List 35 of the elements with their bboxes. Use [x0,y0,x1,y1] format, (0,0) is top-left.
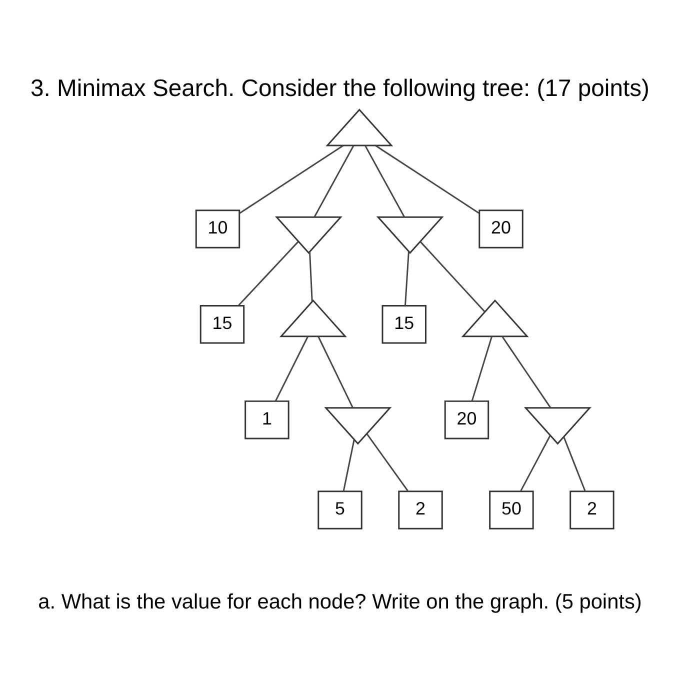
label: a. What is the value for each node? Write on the graph. (5 points) [38,590,642,614]
connector [239,144,344,214]
node-box: 5 [318,490,362,529]
connector [364,144,405,217]
connector [238,240,299,306]
node-invtriangle [524,406,592,444]
node-box: 2 [398,490,443,529]
node-box: 20 [444,400,490,439]
connector [309,251,313,302]
node-box: 10 [195,209,240,248]
connector [420,240,486,312]
node-box: 20 [478,209,524,248]
connector [520,434,551,491]
connector [502,336,552,408]
diagram-title: 3. Minimax Search. Consider the following tree: (17 points) [30,74,650,102]
node-invtriangle [376,216,444,254]
node-invtriangle [274,216,342,254]
node-triangle [461,298,529,337]
node-triangle [279,298,347,337]
connector [471,336,493,401]
connector [366,433,408,491]
node-box: 50 [489,490,534,529]
node-invtriangle [324,406,392,444]
connector [563,436,586,492]
node-box: 15 [200,304,245,344]
node-triangle [326,108,394,146]
node-box: 15 [382,304,426,344]
node-box: 1 [244,400,290,439]
connector [375,144,480,214]
connector [274,336,309,401]
node-box: 2 [570,490,614,529]
connector [404,250,410,306]
connector [342,439,355,491]
connector [314,144,354,217]
connector [318,336,354,408]
